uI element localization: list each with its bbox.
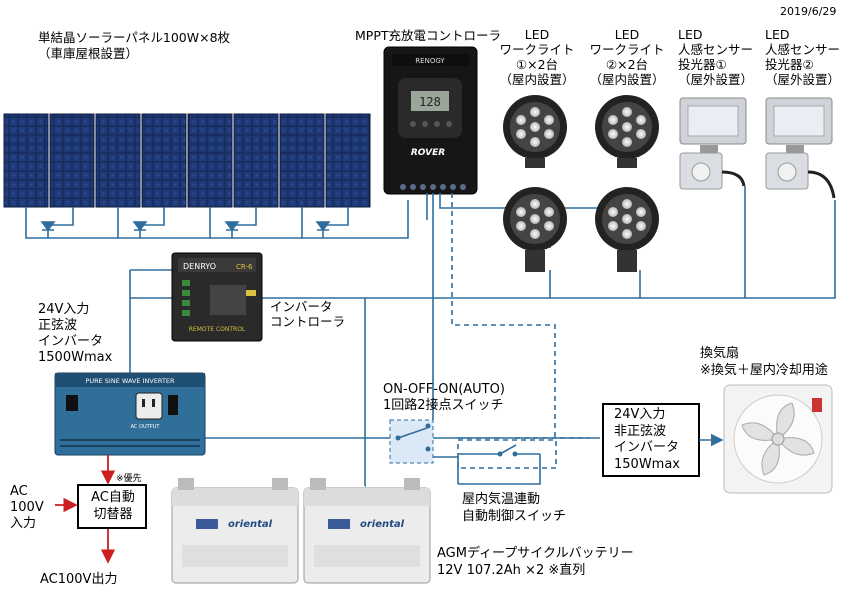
light-label-line: ワークライト [499,42,575,57]
sensor-floodlight-2 [765,97,836,199]
auto-switch-label-line: 自動制御スイッチ [462,509,567,524]
remote-label: インバータ コントローラ [270,299,345,329]
battery-label-line: 12V 107.2Ah ×2 ※直列 [437,563,586,578]
solar-panel [3,113,49,208]
light-label-line: ②×2台 [605,57,649,72]
light-label-line: 人感センサー [765,42,841,57]
battery-label-line: AGMディープサイクルバッテリー [437,546,634,561]
inverter-label-line: 正弦波 [38,318,78,333]
ac-switch-label-line: 切替器 [93,507,133,522]
controller-title: MPPT充放電コントローラ [355,28,501,43]
solar-panel [95,113,141,208]
light-label-line: LED [765,27,790,42]
solar-title: 単結晶ソーラーパネル100W×8枚 [38,30,231,45]
auto-switch-label-line: 屋内気温連動 [462,492,541,507]
small-inverter-label: 24V入力 非正弦波 インバータ 150Wmax [614,407,680,473]
solar-panel [233,113,279,208]
auto-switch-label: 屋内気温連動 自動制御スイッチ [462,491,566,525]
battery-brand: oriental [228,519,273,530]
sensor-floodlight-1 [679,97,747,190]
ac-input-label-line: 入力 [10,516,37,531]
controller-model: ROVER [411,148,445,158]
light-label-line: （屋外設置） [765,72,841,87]
switch-label-line: ON-OFF-ON(AUTO) [383,382,505,397]
inverter-output-text: AC OUTPUT [131,424,161,430]
light-label-line: LED [678,27,703,42]
sine-wave-inverter: PURE SINE WAVE INVERTER AC OUTPUT [54,372,206,456]
controller-display: 128 [419,95,441,109]
fan-label: 換気扇 ※換気＋屋内冷却用途 [700,345,828,379]
remote-label-line: コントローラ [270,314,346,329]
light-label-line: 投光器② [765,57,814,72]
battery-label: AGMディープサイクルバッテリー 12V 107.2Ah ×2 ※直列 [437,545,634,579]
light-label-3: LED 人感センサー 投光器① （屋外設置） [678,27,753,87]
remote-label-line: インバータ [270,299,333,314]
inverter-label-line: 24V入力 [38,302,90,317]
inverter-label: 24V入力 正弦波 インバータ 1500Wmax [38,302,112,366]
diode-icon [224,221,240,232]
inverter-panel-text: PURE SINE WAVE INVERTER [85,377,175,385]
diode-icon [132,221,148,232]
light-label-line: ①×2台 [515,57,559,72]
solar-panel [49,113,95,208]
auto-switch-contact [458,444,540,457]
inverter-label-line: インバータ [38,334,104,349]
remote-caption: REMOTE CONTROL [189,326,246,333]
ac-switch-label: AC自動 切替器 [80,489,146,523]
solar-panel [325,113,371,208]
switch-label-line: 1回路2接点スイッチ [383,398,504,413]
solar-panel-array [3,113,371,208]
light-label-line: 投光器① [678,57,727,72]
light-label-4: LED 人感センサー 投光器② （屋外設置） [765,27,840,87]
light-label-line: LED [614,27,640,42]
inverter-remote-controller: DENRYO CR-6 REMOTE CONTROL [171,252,263,342]
light-label-2: LED ワークライト ②×2台 （屋内設置） [587,27,667,87]
on-off-on-switch [389,419,434,464]
diode-icons [40,221,331,232]
fan-label-line: 換気扇 [700,346,740,361]
ac-output-label: AC100V出力 [40,572,118,587]
light-label-line: 人感センサー [678,42,754,57]
panel-wiring [25,200,409,239]
small-inverter-label-line: インバータ [614,440,680,455]
ac-wiring [55,455,147,564]
led-work-lights-1 [503,95,567,272]
battery-brand: oriental [360,519,405,530]
solar-panel [187,113,233,208]
light-label-line: ワークライト [589,42,665,57]
light-label-line: （屋内設置） [499,72,575,87]
mppt-controller: RENOGY 128 ROVER [383,46,478,195]
led-work-lights-2 [595,95,659,272]
controller-brand: RENOGY [415,57,445,65]
fan-label-line: ※換気＋屋内冷却用途 [700,363,828,378]
agm-batteries: oriental oriental [171,478,431,584]
diode-icon [315,221,331,232]
remote-model: CR-6 [236,263,253,271]
small-inverter-label-line: 24V入力 [614,407,666,422]
small-inverter-label-line: 150Wmax [614,456,680,472]
ac-switch-label-line: AC自動 [91,490,135,505]
solar-subtitle: （車庫屋根設置） [38,46,139,61]
solar-panel [279,113,325,208]
ac-priority-note: ※優先 [116,474,142,484]
small-inverter-label-line: 非正弦波 [614,423,667,439]
ventilation-fan [723,384,833,494]
light-label-line: LED [524,27,550,42]
remote-brand: DENRYO [183,262,216,271]
ac-input-label-line: AC [10,484,28,499]
light-label-line: （屋外設置） [678,72,754,87]
inverter-label-line: 1500Wmax [38,350,113,365]
light-label-1: LED ワークライト ①×2台 （屋内設置） [497,27,577,87]
solar-panel [141,113,187,208]
light-label-line: （屋内設置） [589,72,665,87]
small-inverter-box [602,403,724,477]
date-label: 2019/6/29 [780,5,837,18]
diode-icon [40,221,56,232]
ac-input-label: AC 100V 入力 [10,484,44,532]
switch-label: ON-OFF-ON(AUTO) 1回路2接点スイッチ [383,382,505,414]
ac-input-label-line: 100V [10,500,44,515]
